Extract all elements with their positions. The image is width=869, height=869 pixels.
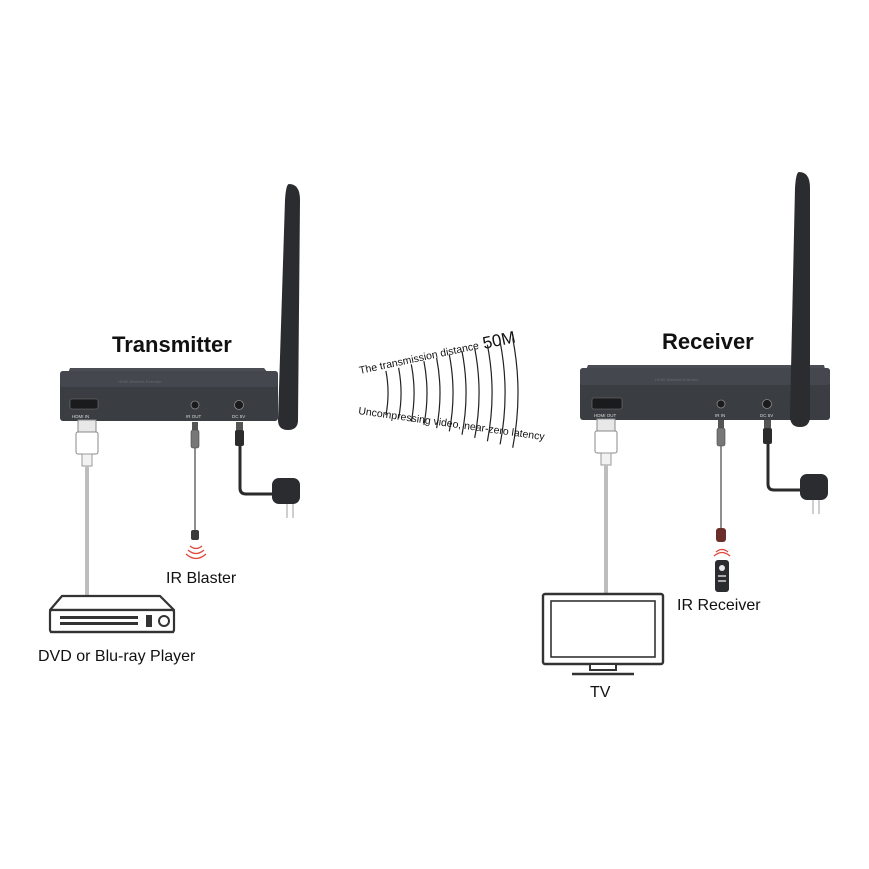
dvd-player-icon — [48, 594, 176, 634]
wireless-link: The transmission distance 50M Uncompress… — [358, 327, 546, 448]
transmitter-title: Transmitter — [112, 332, 232, 357]
wireless-signal-waves — [385, 338, 519, 448]
signal-wave-arc — [398, 367, 402, 419]
transmitter-power-adapter — [272, 478, 300, 518]
receiver-hdmi-port — [591, 397, 623, 410]
signal-wave-arc — [486, 344, 493, 442]
transmitter-unit: Transmitter HDMI Wireless Extender HDMI … — [38, 184, 300, 665]
receiver-dc-port — [762, 399, 772, 409]
signal-wave-arc — [410, 364, 415, 422]
tv-label: TV — [590, 684, 611, 701]
signal-wave-arc — [461, 351, 467, 435]
receiver-hdmi-cable — [594, 418, 618, 593]
transmitter-hdmi-label: HDMI IN — [72, 414, 89, 419]
receiver-antenna — [790, 172, 810, 427]
transmitter-ir-port — [190, 400, 200, 410]
signal-wave-arc — [385, 370, 389, 416]
transmitter-antenna — [278, 184, 300, 430]
receiver-hdmi-label: HDMI OUT — [594, 413, 616, 418]
ir-blaster-label: IR Blaster — [166, 570, 237, 587]
signal-wave-arc — [448, 354, 454, 432]
receiver-ir-label: IR IN — [715, 413, 725, 418]
ir-blaster-cable — [190, 422, 200, 540]
transmitter-hdmi-port — [69, 398, 99, 410]
receiver-model-text: HDMI Wireless Extender — [655, 377, 699, 382]
receiver-unit: Receiver HDMI Wireless Extender HDMI OUT… — [541, 172, 830, 701]
tv-icon — [541, 592, 665, 676]
transmitter-dc-label: DC 5V — [232, 414, 245, 419]
receiver-title: Receiver — [662, 329, 754, 354]
distance-value: 50M — [481, 327, 517, 352]
transmitter-hdmi-cable — [75, 419, 99, 598]
signal-wave-arc — [474, 347, 480, 439]
signal-wave-arc — [512, 338, 519, 448]
signal-wave-arc — [423, 360, 428, 426]
receiver-power-cable — [763, 420, 800, 492]
ir-receiver-cable — [716, 420, 726, 542]
remote-control-icon — [715, 560, 729, 592]
transmitter-dc-port — [234, 400, 244, 410]
transmitter-model-text: HDMI Wireless Extender — [118, 379, 162, 384]
receiver-ir-port — [716, 399, 726, 409]
distance-text: The transmission distance — [358, 340, 480, 377]
signal-wave-arc — [436, 357, 441, 429]
dvd-player-label: DVD or Blu-ray Player — [38, 648, 196, 665]
signal-wave-arc — [499, 341, 506, 445]
receiver-dc-label: DC 5V — [760, 413, 773, 418]
ir-receiver-signal-icon — [713, 548, 731, 557]
ir-receiver-label: IR Receiver — [677, 597, 761, 614]
receiver-power-adapter — [800, 474, 828, 514]
transmitter-ir-label: IR OUT — [186, 414, 202, 419]
transmitter-power-cable — [235, 422, 272, 496]
ir-blaster-signal-icon — [185, 545, 207, 560]
